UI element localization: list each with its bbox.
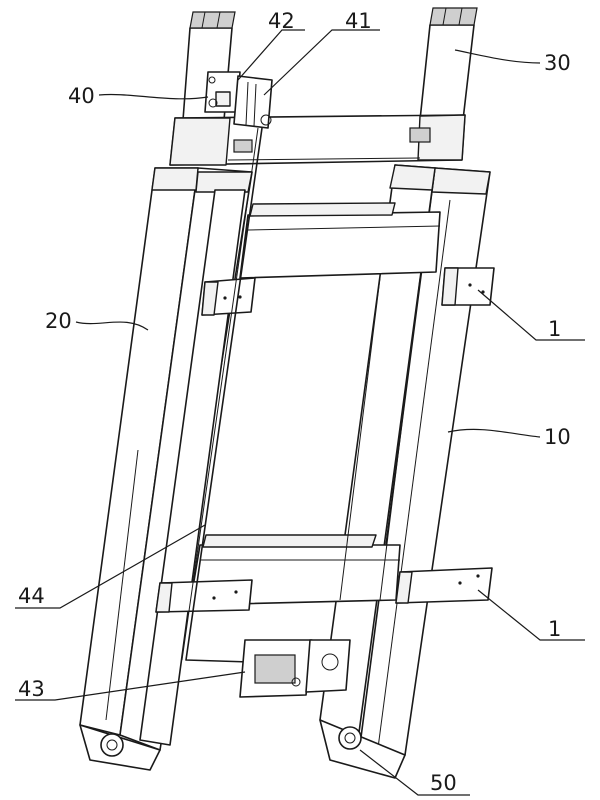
foot-lock [240,640,350,697]
label-1-upper: 1 [548,317,561,341]
label-42: 42 [268,9,295,33]
label-10: 10 [544,425,571,449]
label-40: 40 [68,84,95,108]
label-50: 50 [430,771,457,795]
top-crossbar [170,115,465,165]
label-20: 20 [45,309,72,333]
label-30: 30 [544,51,571,75]
label-43: 43 [18,677,45,701]
label-1-lower: 1 [548,617,561,641]
label-41: 41 [345,9,372,33]
label-44: 44 [18,584,45,608]
